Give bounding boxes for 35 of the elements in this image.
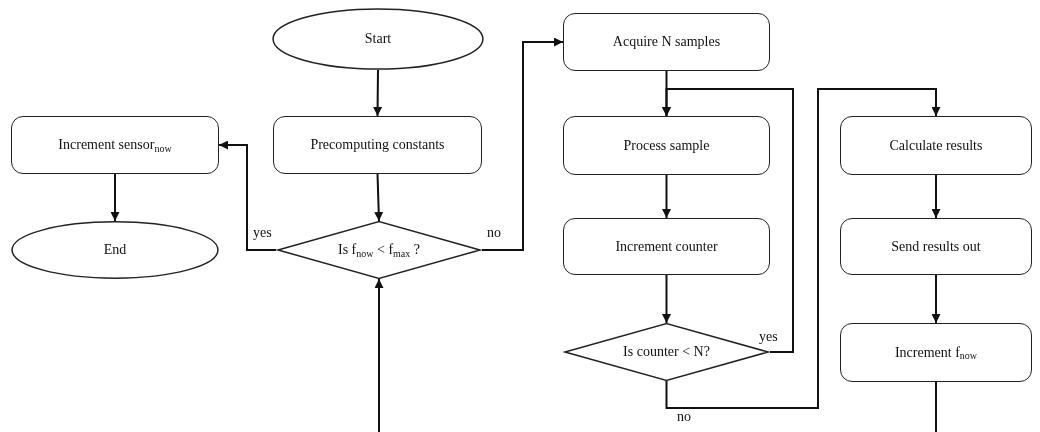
process-box (273, 116, 482, 174)
node-text: Precomputing constants (310, 136, 445, 154)
node-text: Increment sensor$_{now}$ (58, 136, 172, 154)
node-text: Start (364, 30, 392, 48)
process-box (563, 218, 770, 275)
node-text: Increment counter (615, 237, 718, 256)
arrow (374, 278, 384, 432)
process-box (840, 218, 1032, 275)
process-box (840, 116, 1032, 175)
terminal-ellipse (11, 221, 219, 279)
arrow (662, 274, 671, 324)
process-box (563, 13, 770, 71)
arrow (218, 140, 277, 251)
process-box (563, 116, 770, 175)
arrow (662, 88, 794, 353)
node-text: Increment f$_{now}$ (894, 343, 978, 362)
process-box (11, 116, 219, 174)
process-box (840, 323, 1032, 382)
arrow (374, 173, 384, 222)
node-text: Process sample (623, 136, 710, 155)
arrow (662, 174, 671, 219)
node-text: Is counter < N? (623, 343, 710, 361)
node-text: Is f$_{now}$ < f$_{max}$ ? (338, 241, 420, 259)
decision-diamond (276, 221, 482, 279)
arrow (373, 69, 383, 117)
arrow (931, 174, 941, 219)
arrow (931, 274, 941, 324)
node-text: Acquire N samples (612, 33, 721, 51)
arrow (481, 37, 564, 251)
arrow (110, 173, 120, 222)
node-text: Calculate results (889, 136, 983, 155)
arrow (665, 88, 941, 409)
terminal-ellipse (272, 8, 484, 70)
node-text: End (103, 241, 127, 259)
node-text: Send results out (891, 237, 981, 256)
